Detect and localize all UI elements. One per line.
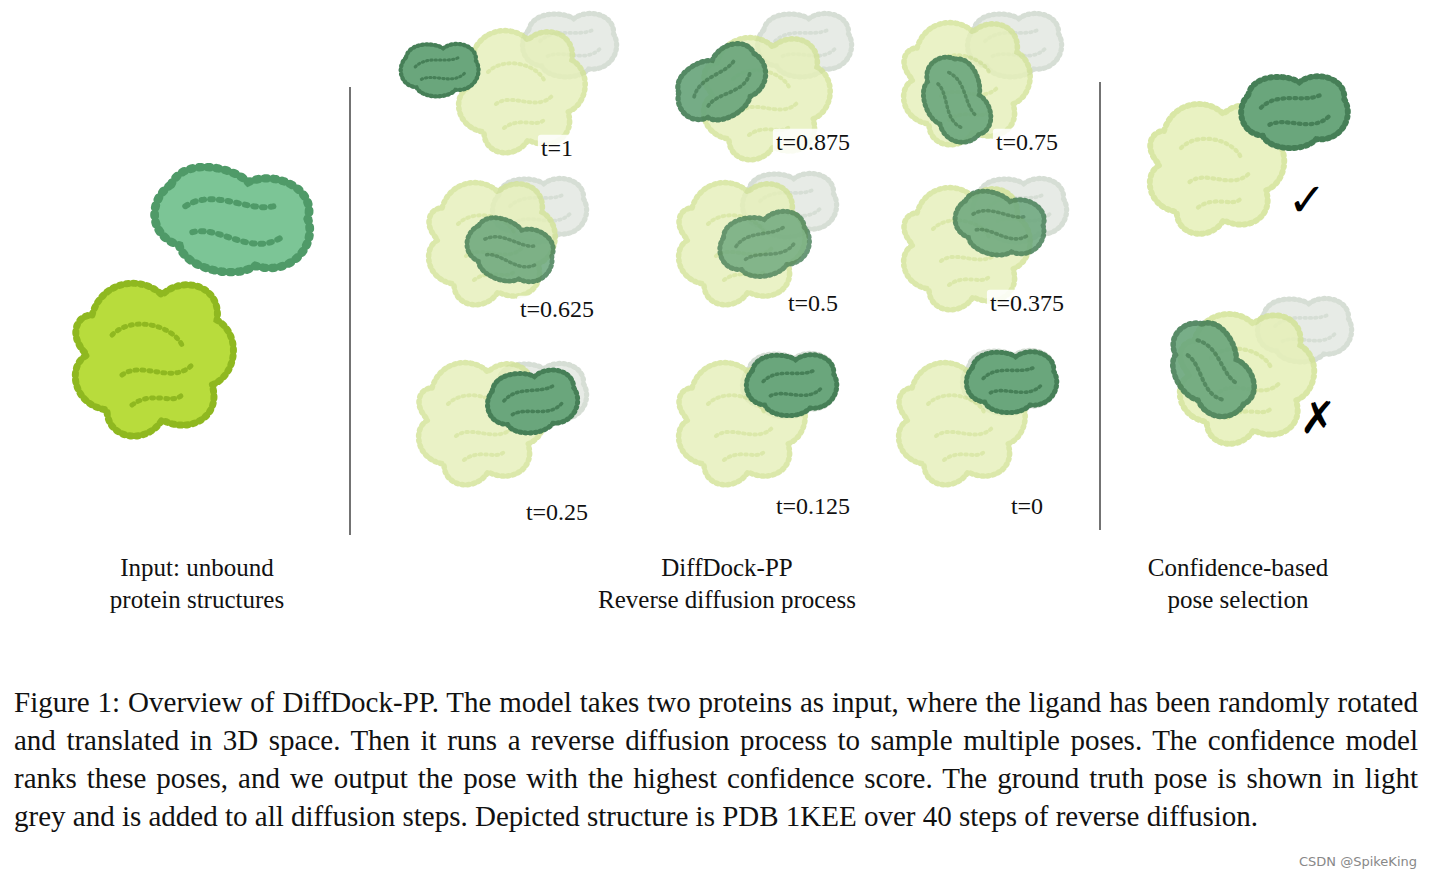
divider-line — [349, 87, 351, 535]
step-label: t=0.75 — [993, 129, 1061, 155]
diffusion-panels — [401, 13, 1067, 484]
section-heading: Confidence-based — [1148, 554, 1328, 582]
divider-line — [1099, 82, 1101, 530]
section-heading: Reverse diffusion process — [598, 586, 856, 614]
receptor-protein — [75, 283, 233, 436]
step-label: t=0.375 — [987, 290, 1067, 316]
section-heading: protein structures — [110, 586, 284, 614]
step-label: t=0 — [1008, 493, 1046, 519]
watermark: CSDN @SpikeKing — [1299, 855, 1417, 869]
step-label: t=0.5 — [785, 290, 841, 316]
section-heading: DiffDock-PP — [661, 554, 792, 582]
step-label: t=1 — [538, 135, 576, 161]
step-label: t=0.875 — [773, 129, 853, 155]
step-label: t=0.625 — [517, 296, 597, 322]
step-label: t=0.25 — [523, 499, 591, 525]
pose-selection — [1150, 76, 1352, 444]
cross-mark: ✗ — [1300, 394, 1337, 442]
section-heading: Input: unbound — [120, 554, 273, 582]
ligand-protein — [145, 157, 320, 288]
figure-caption: Figure 1: Overview of DiffDock-PP. The m… — [14, 683, 1418, 835]
check-mark: ✓ — [1288, 175, 1327, 226]
step-label: t=0.125 — [773, 493, 853, 519]
section-heading: pose selection — [1168, 586, 1309, 614]
